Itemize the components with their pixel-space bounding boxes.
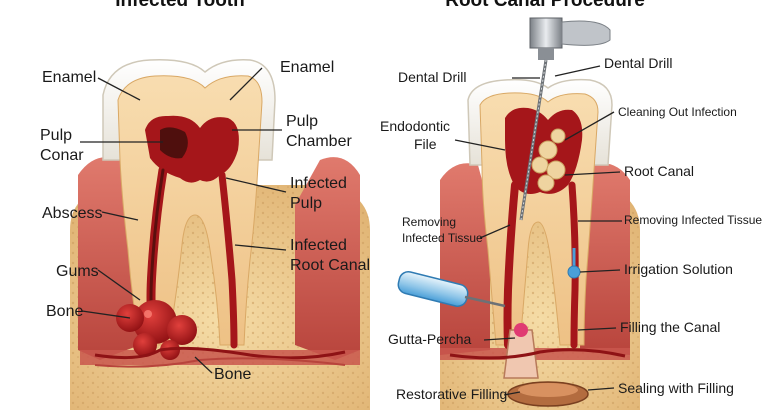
label-removing-infected-tissue-left-line2: Infected Tissue xyxy=(402,231,483,245)
label-gutta-percha: Gutta-Percha xyxy=(388,331,471,347)
root-canal-procedure-illustration xyxy=(440,78,640,410)
left-infected-canal-2 xyxy=(218,171,238,349)
label-cleaning-out-infection: Cleaning Out Infection xyxy=(618,105,737,119)
label-abscess: Abscess xyxy=(42,205,102,222)
label-infected-root-canal-line1: Infected xyxy=(290,237,347,254)
label-root-canal: Root Canal xyxy=(624,163,694,179)
right-canal-left xyxy=(503,181,519,349)
label-infected-pulp-line2: Pulp xyxy=(290,195,322,212)
right-leader-lines xyxy=(454,65,622,396)
label-infected-pulp-line1: Infected xyxy=(290,175,347,192)
label-sealing-with-filling: Sealing with Filling xyxy=(618,380,734,396)
label-bone-bottom: Bone xyxy=(214,366,251,383)
label-dental-drill-right: Dental Drill xyxy=(604,55,672,71)
irrigation-solution-marker xyxy=(567,248,581,279)
label-pulp-conar-line2: Conar xyxy=(40,147,84,164)
right-gums xyxy=(440,163,490,355)
label-endodontic-file-line2: File xyxy=(414,136,437,152)
label-endodontic-file-line1: Endodontic xyxy=(380,118,450,134)
label-filling-the-canal: Filling the Canal xyxy=(620,319,720,335)
label-dental-drill-left: Dental Drill xyxy=(398,69,466,85)
label-pulp-conar-line1: Pulp xyxy=(40,127,72,144)
label-enamel-left: Enamel xyxy=(42,69,96,86)
left-leader-lines xyxy=(80,67,287,374)
label-irrigation-solution: Irrigation Solution xyxy=(624,261,733,277)
right-title: Root Canal Procedure xyxy=(445,0,645,11)
infected-tooth-illustration xyxy=(70,59,370,410)
label-pulp-chamber-line2: Chamber xyxy=(286,133,352,150)
infection-debris xyxy=(531,128,566,192)
dental-drill xyxy=(519,17,611,221)
right-canal-right xyxy=(568,181,579,349)
label-bone-left: Bone xyxy=(46,303,83,320)
left-title: Infected Tooth xyxy=(115,0,244,11)
irrigation-syringe xyxy=(397,271,506,308)
label-restorative-filling: Restorative Filling xyxy=(396,386,507,402)
label-removing-infected-tissue-left-line1: Removing xyxy=(402,215,456,229)
abscess-shape xyxy=(116,300,197,360)
label-gums: Gums xyxy=(56,263,99,280)
label-removing-infected-tissue-right: Removing Infected Tissue xyxy=(624,213,762,227)
label-enamel-right: Enamel xyxy=(280,59,334,76)
label-pulp-chamber-line1: Pulp xyxy=(286,113,318,130)
label-infected-root-canal-line2: Root Canal xyxy=(290,257,370,274)
